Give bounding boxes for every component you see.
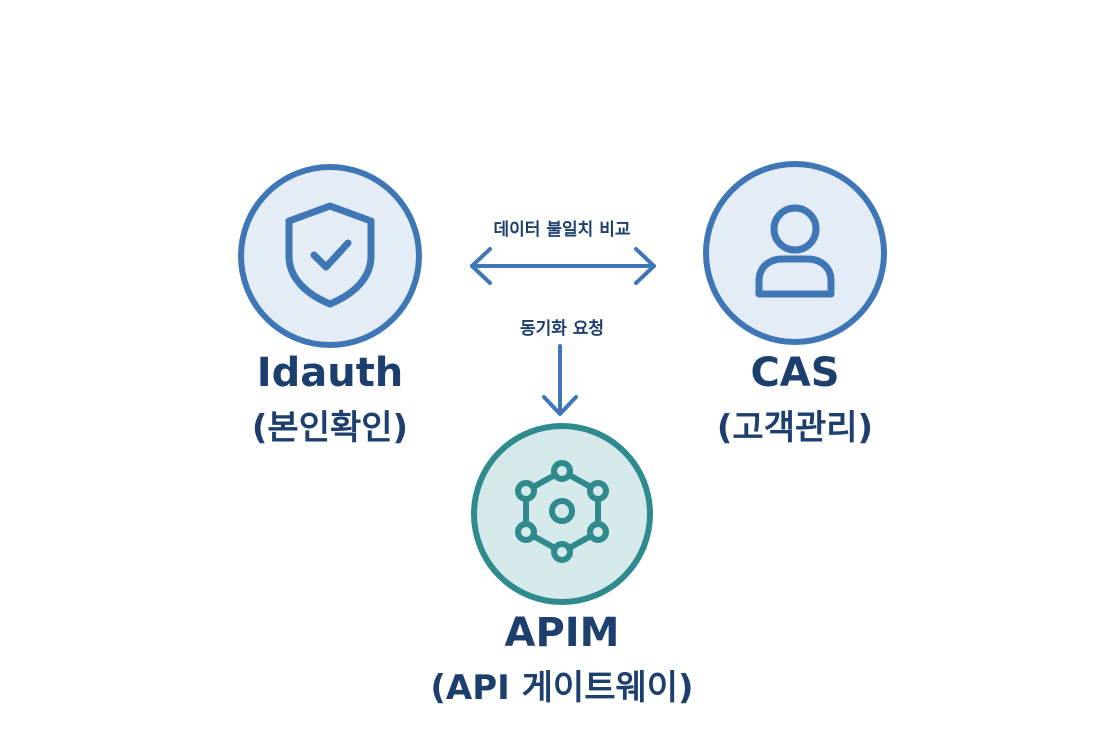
cas-node <box>703 161 887 345</box>
cas-subtitle: (고객관리) <box>716 408 874 448</box>
shield-check-icon <box>285 202 375 308</box>
idauth-subtitle: (본인확인) <box>251 408 409 448</box>
apim-title: APIM <box>504 610 620 656</box>
compare-arrow <box>470 247 656 285</box>
network-hub-icon <box>515 460 609 563</box>
user-icon <box>755 204 835 298</box>
sync-edge-label: 동기화 요청 <box>519 319 605 339</box>
apim-node <box>471 423 653 605</box>
idauth-node <box>238 164 422 348</box>
sync-arrow <box>542 344 578 416</box>
compare-edge-label: 데이터 불일치 비교 <box>493 220 631 240</box>
cas-title: CAS <box>750 350 840 396</box>
idauth-title: Idauth <box>256 350 404 396</box>
apim-subtitle: (API 게이트웨이) <box>430 668 694 708</box>
